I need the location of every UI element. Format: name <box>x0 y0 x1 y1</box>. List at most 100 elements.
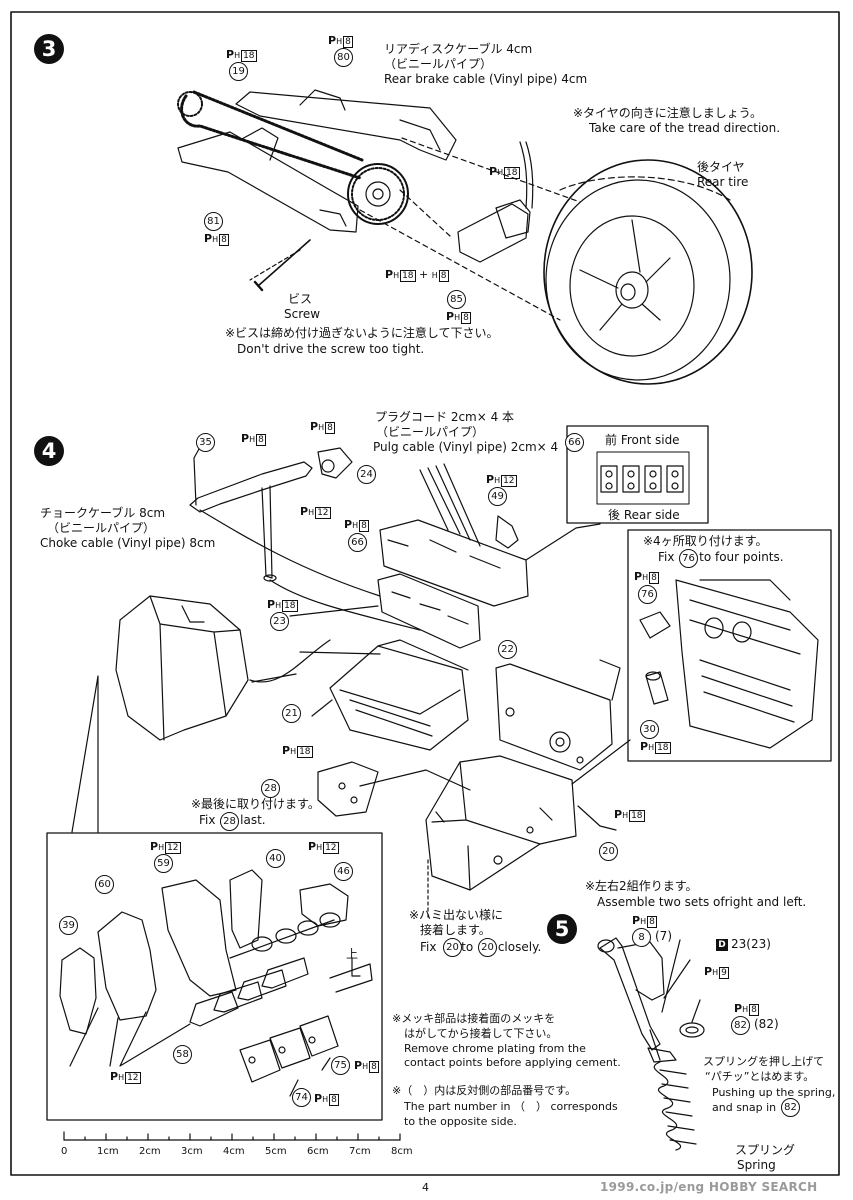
watermark: 1999.co.jp/eng HOBBY SEARCH <box>600 1180 818 1194</box>
part-49: 49 <box>488 487 507 506</box>
spring-label-en: Spring <box>737 1158 776 1172</box>
scale-tick-label: 2cm <box>139 1146 161 1157</box>
rear-shock-drawing <box>597 937 705 1151</box>
spring-push-note-en: Pushing up the spring, <box>712 1086 836 1099</box>
part-46: 46 <box>334 862 353 881</box>
part-74: 74 <box>292 1088 311 1107</box>
page-number: 4 <box>422 1181 429 1194</box>
part-23: 23 <box>270 612 289 631</box>
rear-tire-label-en: Rear tire <box>697 175 749 189</box>
part-40: 40 <box>266 849 285 868</box>
part-28-ref: 28 <box>220 812 239 831</box>
scale-tick-label: 3cm <box>181 1146 203 1157</box>
part-66: 66 <box>348 533 367 552</box>
part-30: 30 <box>640 720 659 739</box>
runner-d-badge: D <box>716 939 728 951</box>
plug-cable-label-jp: プラグコード 2cm× 4 本 <box>375 410 515 424</box>
part-19: 19 <box>229 62 248 81</box>
screw-note-en: Don't drive the screw too tight. <box>237 342 425 356</box>
up-label-jp: 上 <box>346 947 359 961</box>
part-20-ref: 20 <box>443 938 462 957</box>
part-76-ref: 76 <box>679 549 698 568</box>
part-82-ref: 82 <box>781 1098 800 1117</box>
part-22: 22 <box>498 640 517 659</box>
choke-cable-label-en: Choke cable (Vinyl pipe) 8cm <box>40 536 216 550</box>
part-80: 80 <box>334 48 353 67</box>
spring-push-note-jp2: “パチッ”とはめます。 <box>705 1070 815 1083</box>
part-60: 60 <box>95 875 114 894</box>
choke-cable-label-jp: チョークケーブル 8cm <box>40 506 166 520</box>
close-note-en: Fix to closely. <box>420 940 542 954</box>
scale-tick-label: 8cm <box>391 1146 413 1157</box>
front-side-label: 前 Front side <box>605 433 680 447</box>
scale-tick-label: 1cm <box>97 1146 119 1157</box>
part-81: 81 <box>204 212 223 231</box>
part-39: 39 <box>59 916 78 935</box>
part-24: 24 <box>357 465 376 484</box>
tread-note-en: Take care of the tread direction. <box>589 121 781 135</box>
fix76-note-jp: ※4ヶ所取り付けます。 <box>643 534 768 548</box>
chrome-parts-inset-frame <box>46 832 383 1121</box>
chrome-note-en2: contact points before applying cement. <box>404 1056 621 1069</box>
last-note-en: Fix last. <box>199 813 266 827</box>
fix76-inset-frame <box>627 529 832 762</box>
paren-note-en2: to the opposite side. <box>404 1115 517 1128</box>
rear-cable-label-en: Rear brake cable (Vinyl pipe) 4cm <box>384 72 588 86</box>
part-59: 59 <box>154 854 173 873</box>
part-82-paren: (82) <box>754 1017 779 1031</box>
close-note-jp: ※ハミ出ない様に <box>409 908 504 922</box>
plug-cable-label-jp2: （ビニールパイプ） <box>376 425 485 439</box>
rear-cable-label-jp2: （ビニールパイプ） <box>384 57 493 71</box>
scale-tick-label: 7cm <box>349 1146 371 1157</box>
part-7-paren: (7) <box>655 929 672 943</box>
chrome-note-en: Remove chrome plating from the <box>404 1042 586 1055</box>
rear-cable-label-jp: リアディスクケーブル 4cm <box>384 42 533 56</box>
scale-ruler <box>63 1131 401 1141</box>
rear-tire-label-jp: 後タイヤ <box>697 160 745 174</box>
part-28: 28 <box>261 779 280 798</box>
spring-push-note-en2: and snap in <box>712 1101 777 1114</box>
part-20: 20 <box>599 842 618 861</box>
scale-tick-label: 6cm <box>307 1146 329 1157</box>
step-5-marker: 5 <box>547 914 577 944</box>
paren-note-jp: ※（ ）内は反対側の部品番号です。 <box>392 1084 577 1097</box>
rear-tire-drawing <box>543 159 753 385</box>
step-3-marker: 3 <box>34 34 64 64</box>
part-76: 76 <box>638 585 657 604</box>
scale-tick-label: 0 <box>61 1146 68 1157</box>
two-sets-note-jp: ※左右2組作ります。 <box>585 879 698 893</box>
close-note-jp2: 接着します。 <box>420 923 491 937</box>
tread-note-jp: ※タイヤの向きに注意しましょう。 <box>573 106 762 120</box>
part-21: 21 <box>282 704 301 723</box>
rear-side-label: 後 Rear side <box>608 508 680 522</box>
chrome-note-jp2: はがしてから接着して下さい。 <box>404 1027 558 1040</box>
paren-note-en: The part number in （ ） corresponds <box>404 1100 618 1113</box>
choke-cable-label-jp2: （ビニールパイプ） <box>47 521 156 535</box>
screw-note-jp: ※ビスは締め付け過ぎないように注意して下さい。 <box>225 326 499 340</box>
part-82: 82 <box>731 1016 750 1035</box>
last-note-jp: ※最後に取り付けます。 <box>191 797 320 811</box>
plug-cable-label-en: Pulg cable (Vinyl pipe) 2cm× 4 <box>373 440 559 454</box>
part-66-inset: 66 <box>565 433 584 452</box>
engine-assembly-drawing <box>115 439 631 921</box>
